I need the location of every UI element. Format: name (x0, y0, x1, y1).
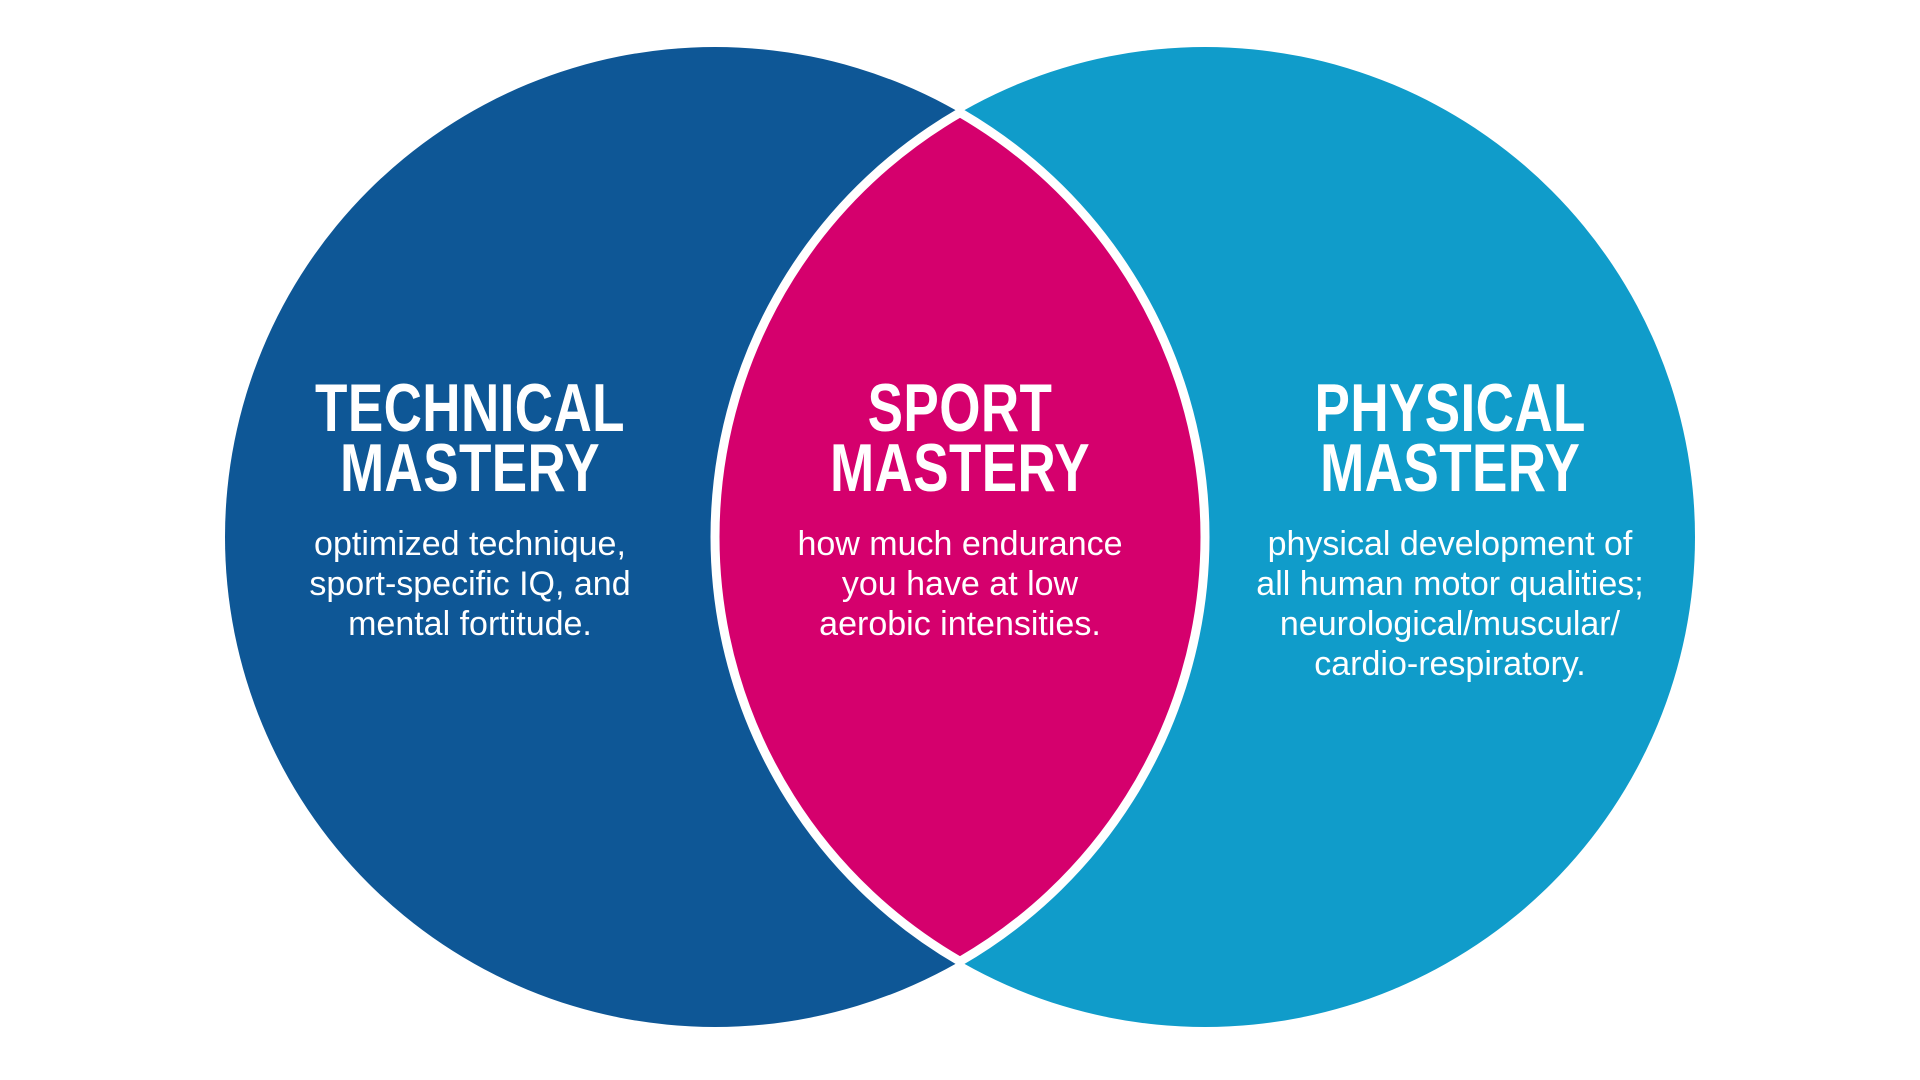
sport-mastery-description: how much endurance you have at low aerob… (797, 524, 1122, 644)
technical-mastery-title: TECHNICAL MASTERY (315, 370, 625, 506)
description-line: cardio-respiratory. (1314, 645, 1586, 683)
description-line: how much endurance (797, 525, 1123, 563)
physical-mastery-title: PHYSICAL MASTERY (1314, 370, 1586, 506)
description-line: neurological/muscular/ (1279, 605, 1621, 643)
technical-mastery-region: TECHNICAL MASTERY optimized technique, s… (271, 370, 668, 644)
description-line: all human motor qualities; (1256, 565, 1644, 603)
description-line: you have at low (841, 565, 1079, 603)
description-line: aerobic intensities. (819, 605, 1101, 643)
title-line: TECHNICAL (315, 370, 625, 446)
technical-mastery-description: optimized technique, sport-specific IQ, … (309, 524, 630, 644)
title-line: MASTERY (829, 430, 1091, 506)
description-line: physical development of (1267, 525, 1633, 563)
description-line: optimized technique, (314, 525, 626, 563)
physical-mastery-description: physical development of all human motor … (1256, 524, 1643, 684)
sport-mastery-title: SPORT MASTERY (829, 370, 1091, 506)
sport-mastery-region: SPORT MASTERY how much endurance you hav… (793, 370, 1126, 644)
title-line: MASTERY (339, 430, 601, 506)
sport-mastery-intersection-lens (710, 107, 1210, 967)
physical-mastery-region: PHYSICAL MASTERY physical development of… (1256, 370, 1643, 684)
title-line: PHYSICAL (1314, 370, 1586, 446)
description-line: sport-specific IQ, and (309, 565, 631, 603)
title-line: SPORT (867, 370, 1053, 446)
description-line: mental fortitude. (348, 605, 592, 643)
title-line: MASTERY (1319, 430, 1581, 506)
